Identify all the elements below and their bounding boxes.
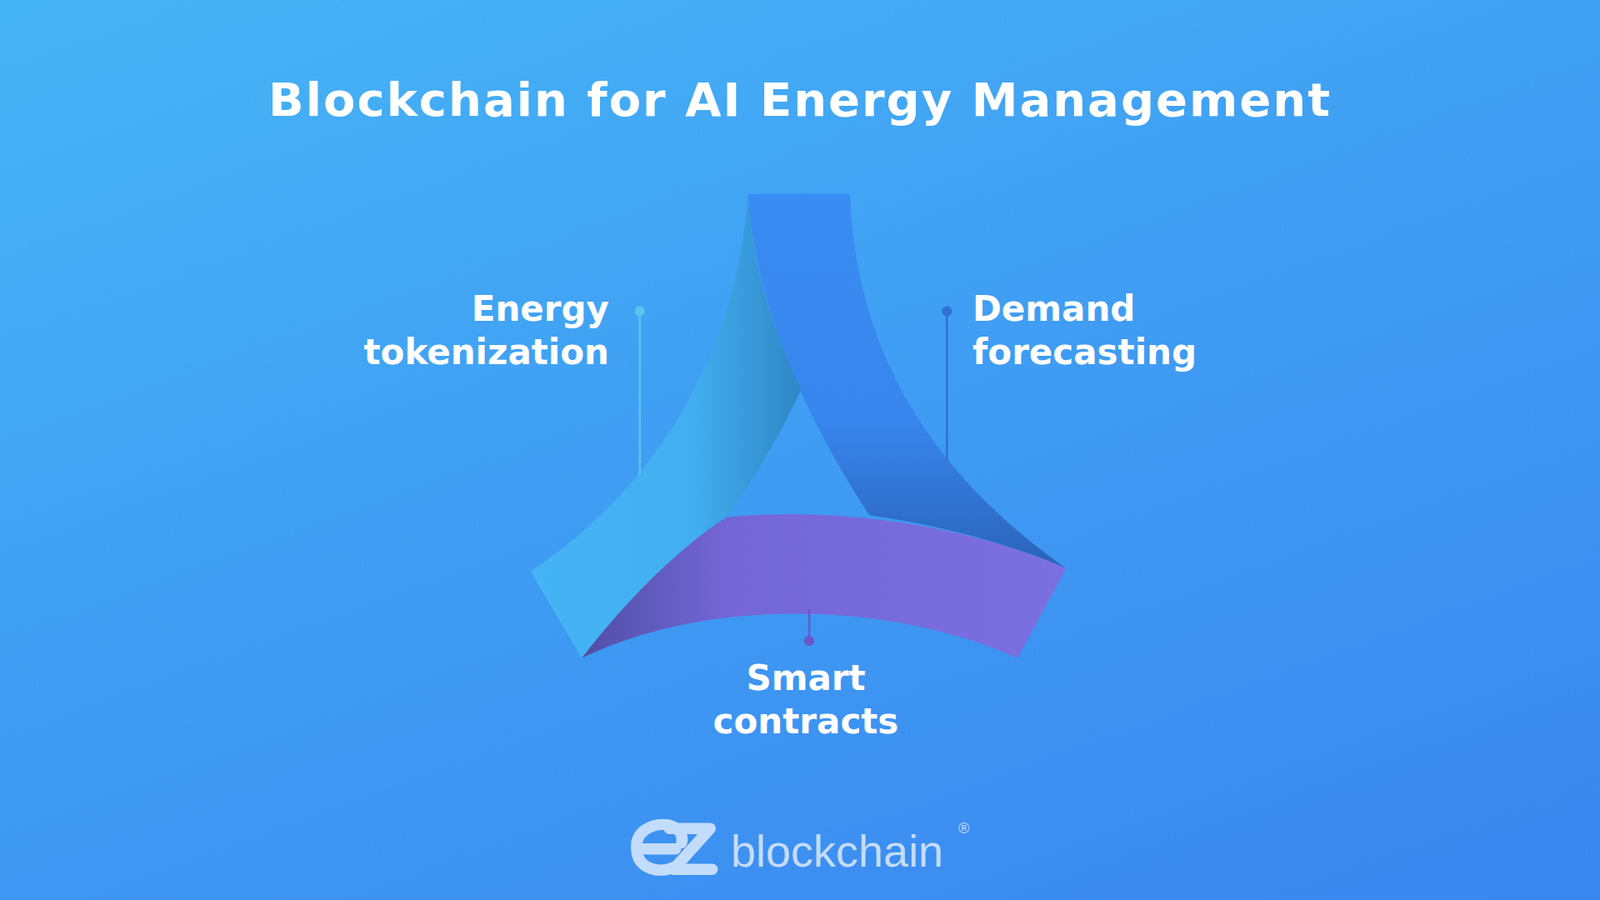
logo-wordmark: blockchain	[730, 825, 944, 877]
ribbon-label: Demand forecasting	[972, 287, 1290, 375]
bottom-ribbon	[581, 514, 1067, 659]
diagram-title: Blockchain for AI Energy Management	[268, 72, 1332, 127]
logo-registered-mark: ®	[958, 820, 970, 838]
ribbon-label: Smart contracts	[655, 656, 956, 744]
ez-logo-mark	[636, 824, 713, 870]
leader-lines	[635, 305, 953, 646]
ribbon-label: Energy tokenization	[334, 287, 610, 375]
